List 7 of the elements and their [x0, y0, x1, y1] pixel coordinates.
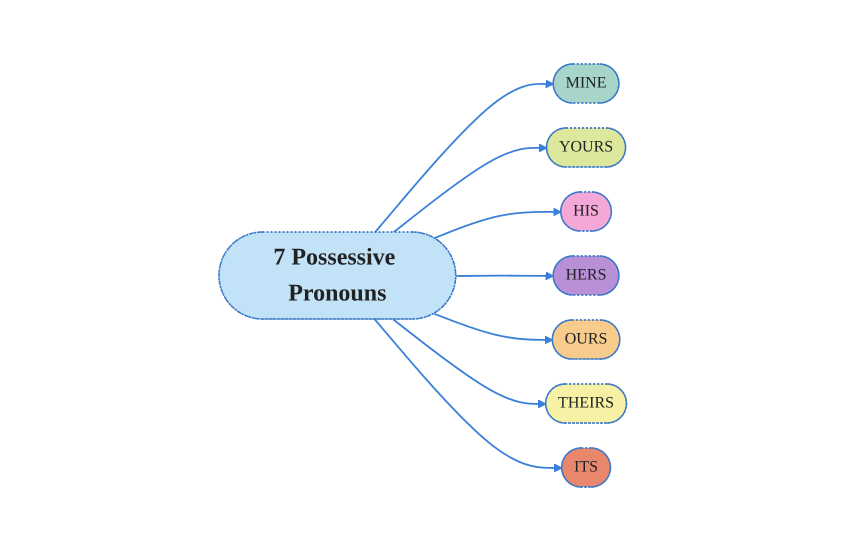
arrow [392, 144, 548, 234]
arrow [456, 272, 554, 280]
arrow [392, 318, 546, 408]
arrow [374, 80, 554, 234]
arrow [434, 312, 554, 344]
arrow [434, 208, 562, 240]
arrow [374, 318, 562, 472]
